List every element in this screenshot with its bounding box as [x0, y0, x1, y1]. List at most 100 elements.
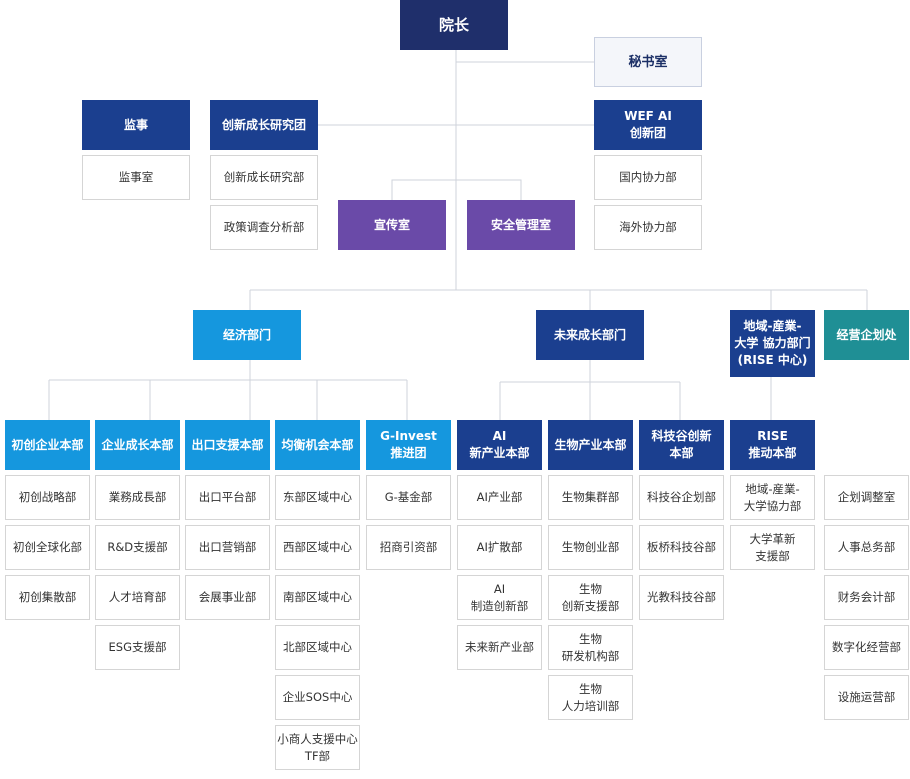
regional-division-label: 地域-産業- 大学 協力部门 (RISE 中心): [734, 319, 811, 367]
future-division-label: 未来成长部门: [553, 327, 626, 342]
unit-sub-box: 小商人支援中心 TF部: [275, 725, 360, 770]
audit-sub-box: 监事室: [82, 155, 190, 200]
secretary-box: 秘书室: [594, 37, 702, 87]
unit-header-box: 均衡机会本部: [275, 420, 360, 470]
unit-sub-box: AI产业部: [457, 475, 542, 520]
unit-sub-label: 生物 创新支援部: [561, 581, 620, 613]
unit-header-label: 均衡机会本部: [281, 437, 354, 452]
unit-sub-box: 生物 人力培训部: [548, 675, 633, 720]
unit-sub-label: G-基金部: [384, 490, 433, 504]
unit-sub-label: 地域-産業- 大学協力部: [743, 481, 802, 513]
unit-sub-box: AI扩散部: [457, 525, 542, 570]
unit-sub-box: 西部区域中心: [275, 525, 360, 570]
unit-sub-box: 生物集群部: [548, 475, 633, 520]
unit-sub-label: 業務成長部: [108, 490, 167, 504]
unit-sub-label: 未来新产业部: [465, 640, 534, 654]
publicity-box: 宣传室: [338, 200, 446, 250]
unit-header-box: 生物产业本部: [548, 420, 633, 470]
unit-sub-label: 初创战略部: [18, 490, 77, 504]
unit-sub-label: 西部区域中心: [283, 540, 352, 554]
unit-sub-box: ESG支援部: [95, 625, 180, 670]
unit-sub-label: 板桥科技谷部: [647, 540, 716, 554]
safety-box: 安全管理室: [467, 200, 575, 250]
unit-sub-box: 出口营销部: [185, 525, 270, 570]
management-sub-box: 设施运营部: [824, 675, 909, 720]
unit-sub-label: 南部区域中心: [283, 590, 352, 604]
innovation-sub-label: 创新成长研究部: [223, 170, 305, 184]
unit-header-label: AI 新产业本部: [469, 429, 530, 460]
innovation-label: 创新成长研究团: [221, 117, 306, 132]
secretary-label: 秘书室: [628, 54, 668, 70]
unit-sub-label: 初创集散部: [18, 590, 77, 604]
innovation-sub-box: 政策调查分析部: [210, 205, 318, 250]
unit-sub-label: 光教科技谷部: [647, 590, 716, 604]
wef-sub-box: 国内协力部: [594, 155, 702, 200]
safety-label: 安全管理室: [490, 217, 551, 232]
management-sub-label: 数字化经营部: [832, 640, 901, 654]
innovation-box: 创新成长研究团: [210, 100, 318, 150]
unit-sub-box: 北部区域中心: [275, 625, 360, 670]
management-sub-label: 人事总务部: [837, 540, 896, 554]
innovation-sub-box: 创新成长研究部: [210, 155, 318, 200]
unit-sub-label: AI 制造创新部: [470, 581, 529, 613]
unit-sub-label: 出口平台部: [198, 490, 257, 504]
unit-header-box: RISE 推动本部: [730, 420, 815, 470]
management-sub-box: 人事总务部: [824, 525, 909, 570]
unit-sub-label: 人才培育部: [108, 590, 167, 604]
unit-sub-box: 生物创业部: [548, 525, 633, 570]
wef-label: WEF AI 创新团: [624, 109, 672, 140]
unit-sub-box: 板桥科技谷部: [639, 525, 724, 570]
wef-sub-label: 国内协力部: [619, 170, 677, 184]
unit-sub-box: 地域-産業- 大学協力部: [730, 475, 815, 520]
wef-sub-box: 海外协力部: [594, 205, 702, 250]
unit-sub-label: R&D支援部: [107, 540, 168, 554]
unit-sub-box: 生物 研发机构部: [548, 625, 633, 670]
unit-header-label: 企业成长本部: [101, 437, 174, 452]
unit-sub-box: AI 制造创新部: [457, 575, 542, 620]
unit-sub-box: 企业SOS中心: [275, 675, 360, 720]
management-sub-label: 财务会计部: [837, 590, 896, 604]
unit-sub-label: 生物 人力培训部: [561, 681, 620, 713]
unit-sub-box: 东部区域中心: [275, 475, 360, 520]
unit-sub-label: 大学革新 支援部: [749, 531, 796, 563]
unit-sub-label: 北部区域中心: [283, 640, 352, 654]
economy-division-box: 经济部门: [193, 310, 301, 360]
unit-sub-box: 初创全球化部: [5, 525, 90, 570]
unit-sub-label: 生物 研发机构部: [561, 631, 620, 663]
wef-box: WEF AI 创新团: [594, 100, 702, 150]
innovation-sub-label: 政策调查分析部: [223, 220, 305, 234]
unit-sub-box: 光教科技谷部: [639, 575, 724, 620]
unit-sub-box: 生物 创新支援部: [548, 575, 633, 620]
unit-sub-label: 科技谷企划部: [647, 490, 716, 504]
future-division-box: 未来成长部门: [536, 310, 644, 360]
unit-header-box: 科技谷创新 本部: [639, 420, 724, 470]
unit-sub-box: 人才培育部: [95, 575, 180, 620]
management-sub-box: 企划调整室: [824, 475, 909, 520]
unit-sub-box: 未来新产业部: [457, 625, 542, 670]
publicity-label: 宣传室: [373, 217, 410, 232]
unit-sub-box: 業務成長部: [95, 475, 180, 520]
unit-sub-label: ESG支援部: [108, 640, 167, 654]
unit-sub-label: 生物创业部: [561, 540, 620, 554]
unit-sub-label: 小商人支援中心 TF部: [277, 731, 358, 763]
unit-sub-label: 初创全球化部: [13, 540, 82, 554]
management-office-box: 经营企划处: [824, 310, 909, 360]
president-label: 院长: [438, 15, 469, 34]
unit-header-box: AI 新产业本部: [457, 420, 542, 470]
wef-sub-label: 海外协力部: [619, 220, 677, 234]
unit-header-box: G-Invest 推进团: [366, 420, 451, 470]
unit-sub-label: AI扩散部: [476, 540, 523, 554]
economy-division-label: 经济部门: [222, 327, 271, 342]
management-sub-label: 企划调整室: [837, 490, 896, 504]
audit-label: 监事: [123, 117, 148, 132]
unit-header-label: 出口支援本部: [191, 437, 264, 452]
unit-sub-box: 初创集散部: [5, 575, 90, 620]
unit-sub-box: R&D支援部: [95, 525, 180, 570]
unit-header-label: G-Invest 推进团: [380, 429, 437, 460]
unit-sub-box: G-基金部: [366, 475, 451, 520]
unit-header-label: 初创企业本部: [11, 437, 84, 452]
unit-sub-box: 招商引资部: [366, 525, 451, 570]
unit-sub-label: 出口营销部: [198, 540, 257, 554]
unit-sub-box: 出口平台部: [185, 475, 270, 520]
unit-header-box: 企业成长本部: [95, 420, 180, 470]
